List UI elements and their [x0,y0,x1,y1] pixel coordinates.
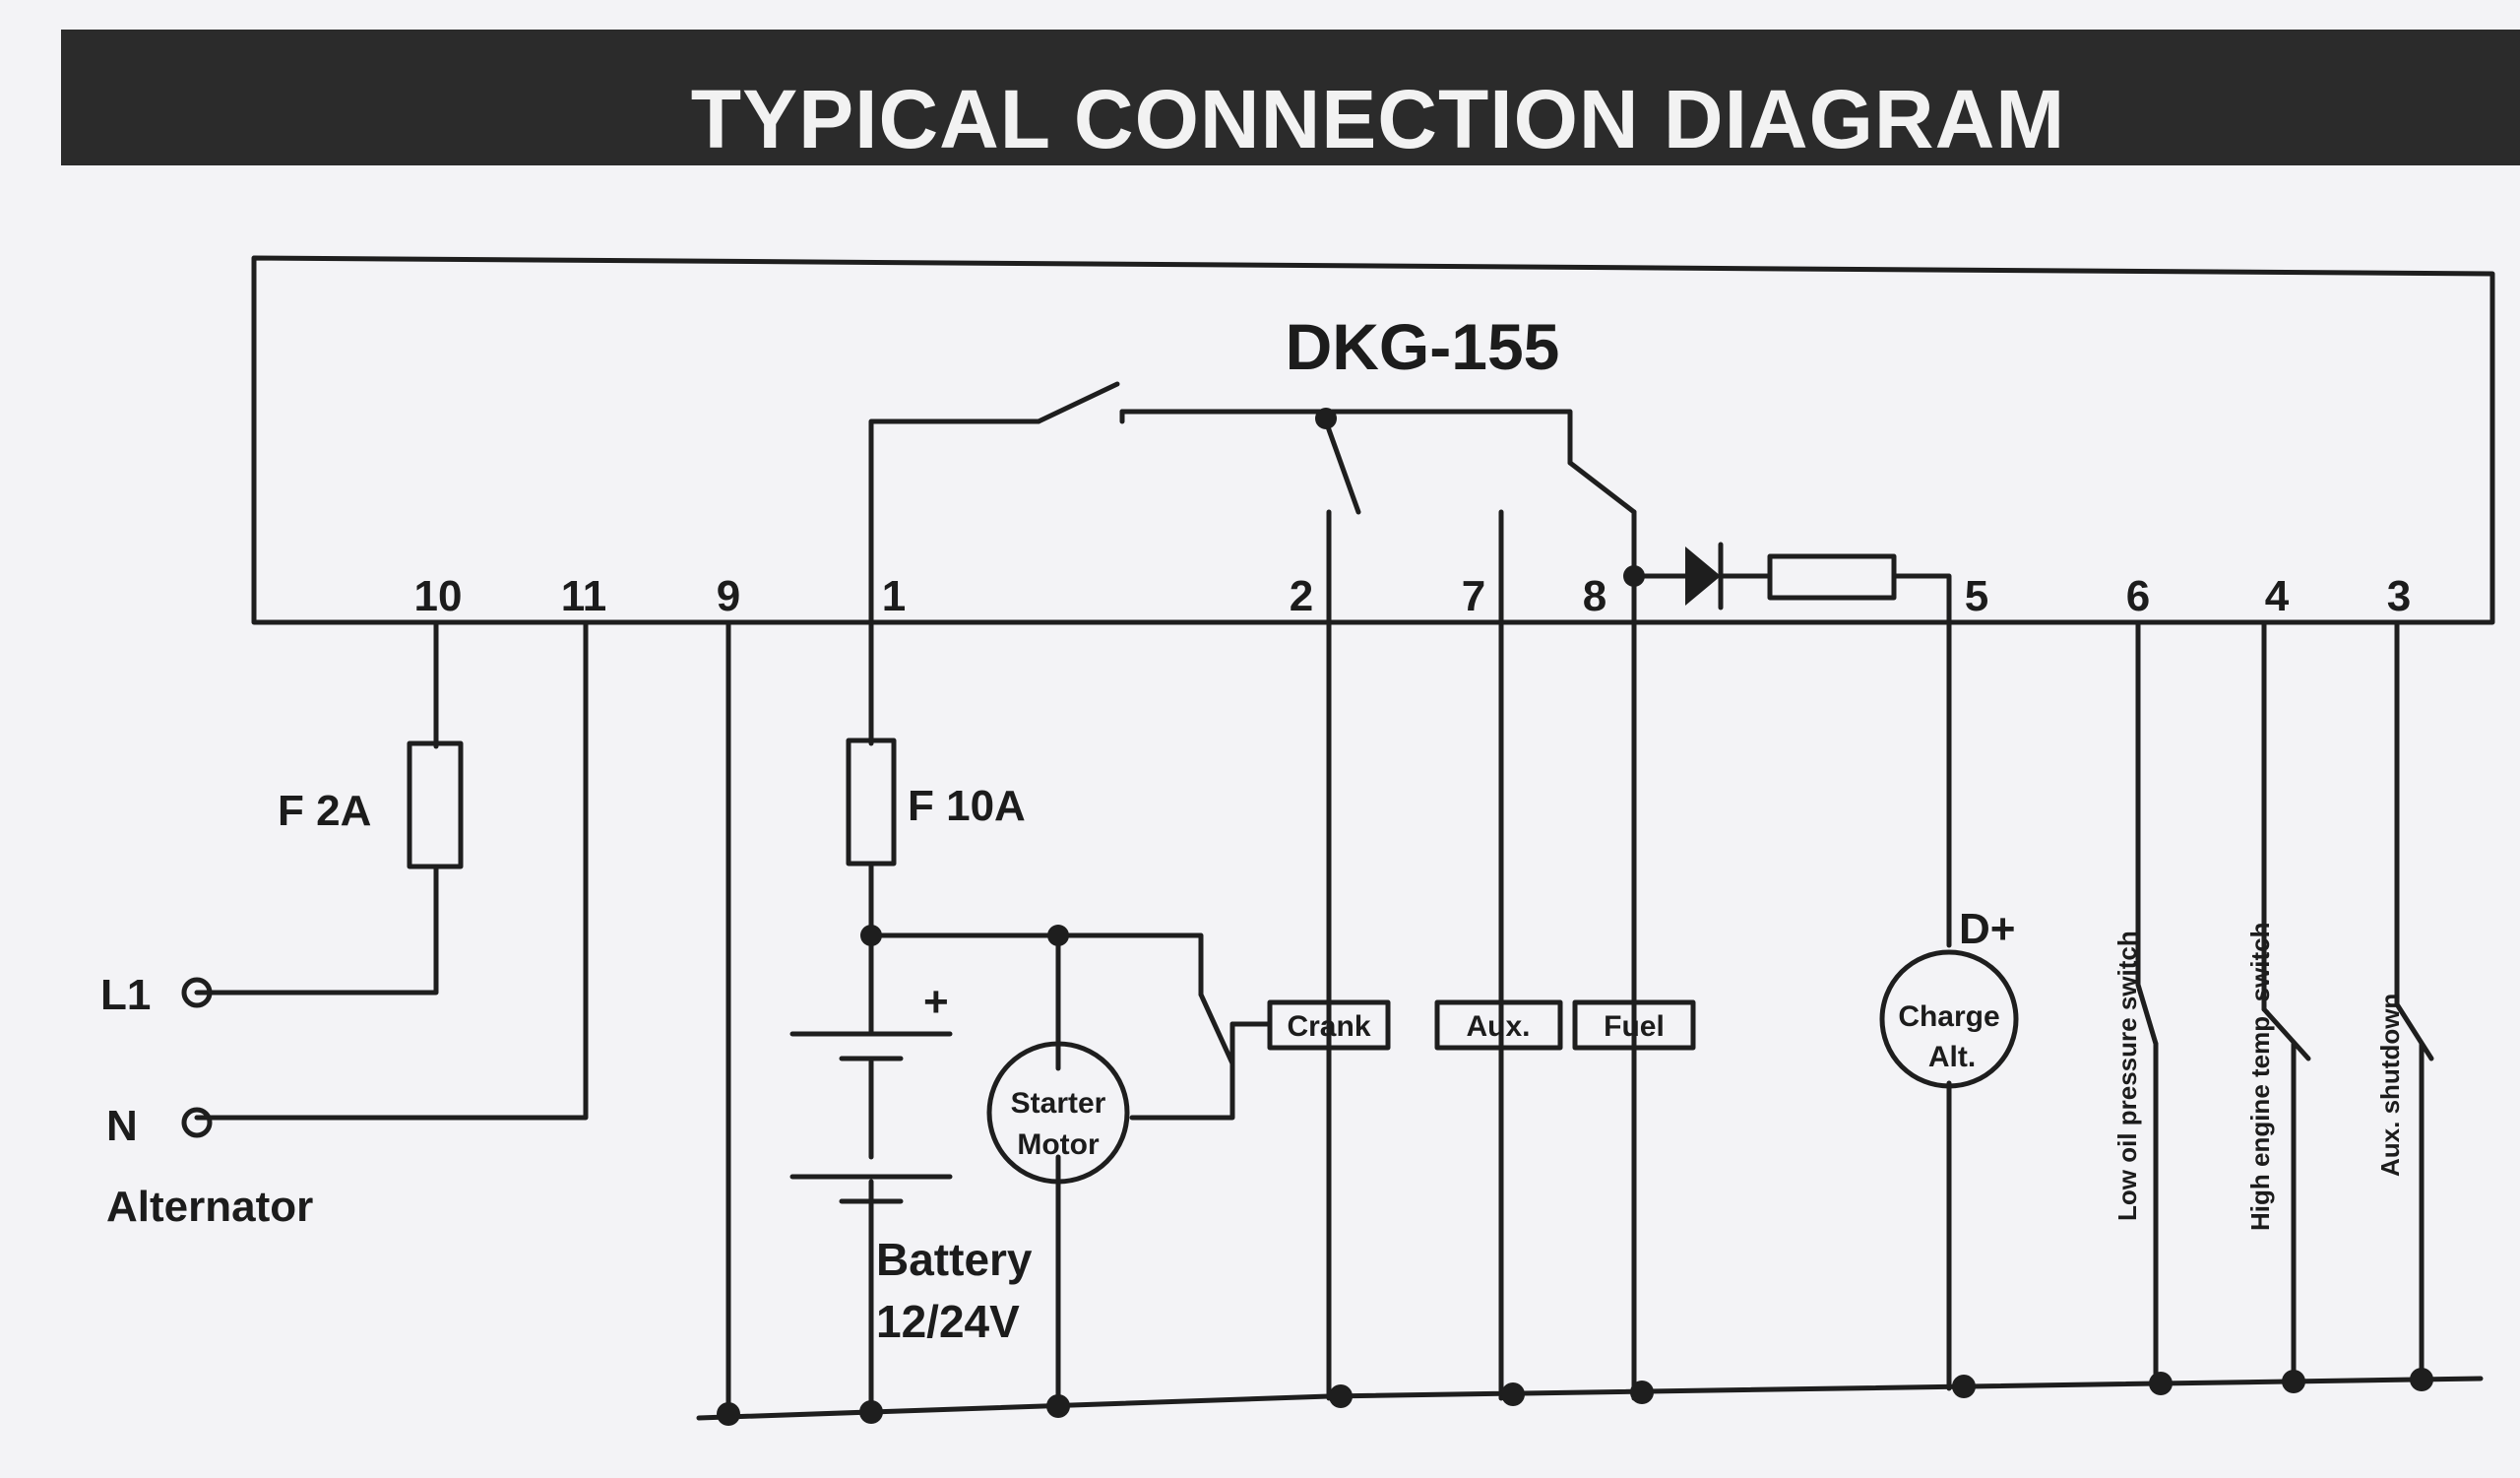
charge-alternator [1879,949,2019,1089]
low-oil-pressure-switch-label: Low oil pressure switch [2112,931,2142,1221]
internal-relay-wiring [868,381,1952,625]
device-box [251,255,2495,625]
l1-label: L1 [100,971,151,1019]
relay-crank-label: Crank [1287,1010,1370,1043]
terminal-1: 1 [882,572,906,620]
relay-crank [1267,999,1391,1051]
charge-alt-label-line2: Alt. [1928,1041,1976,1073]
fuse-f2a-label: F 2A [278,787,371,835]
terminal-8: 8 [1583,572,1606,620]
l1-terminal [181,977,213,1008]
battery-plus-label: + [923,978,949,1026]
terminal-7: 7 [1462,572,1485,620]
aux-shutdown-switch-label: Aux. shutdown [2375,994,2405,1177]
fuse-f10a-label: F 10A [908,782,1026,830]
junction-dots [717,925,2433,1426]
terminal-4: 4 [2265,572,2290,620]
device-model: DKG-155 [1286,310,1560,383]
relay-fuel [1572,999,1696,1051]
starter-motor [986,1041,1130,1185]
title-bar [61,30,2520,165]
starter-label-line1: Starter [1011,1087,1106,1120]
relay-fuel-label: Fuel [1604,1010,1665,1043]
fuse-f2a [407,740,464,869]
high-engine-temp-switch-label: High engine temp. switch [2245,923,2275,1231]
relay-aux [1434,999,1563,1051]
starter-label-line2: Motor [1017,1128,1100,1161]
terminal-11: 11 [561,572,607,620]
alternator-label: Alternator [106,1183,313,1231]
battery-voltage-label: 12/24V [876,1296,1020,1347]
battery-label: Battery [876,1234,1033,1285]
terminal-5: 5 [1965,572,1988,620]
terminal-3: 3 [2387,572,2411,620]
terminal-6: 6 [2126,572,2150,620]
battery-symbol [789,1031,953,1204]
charge-alt-label-line1: Charge [1898,1000,1999,1033]
external-wiring [194,619,2484,1421]
diagram-title: TYPICAL CONNECTION DIAGRAM [691,73,2065,165]
n-terminal [181,1107,213,1138]
terminal-9: 9 [717,572,740,620]
charge-alt-dplus-label: D+ [1959,905,2015,953]
terminal-10: 10 [414,572,463,620]
fuse-f10a [846,738,897,867]
n-label: N [106,1102,138,1150]
terminal-2: 2 [1290,572,1313,620]
relay-aux-label: Aux. [1466,1010,1530,1043]
